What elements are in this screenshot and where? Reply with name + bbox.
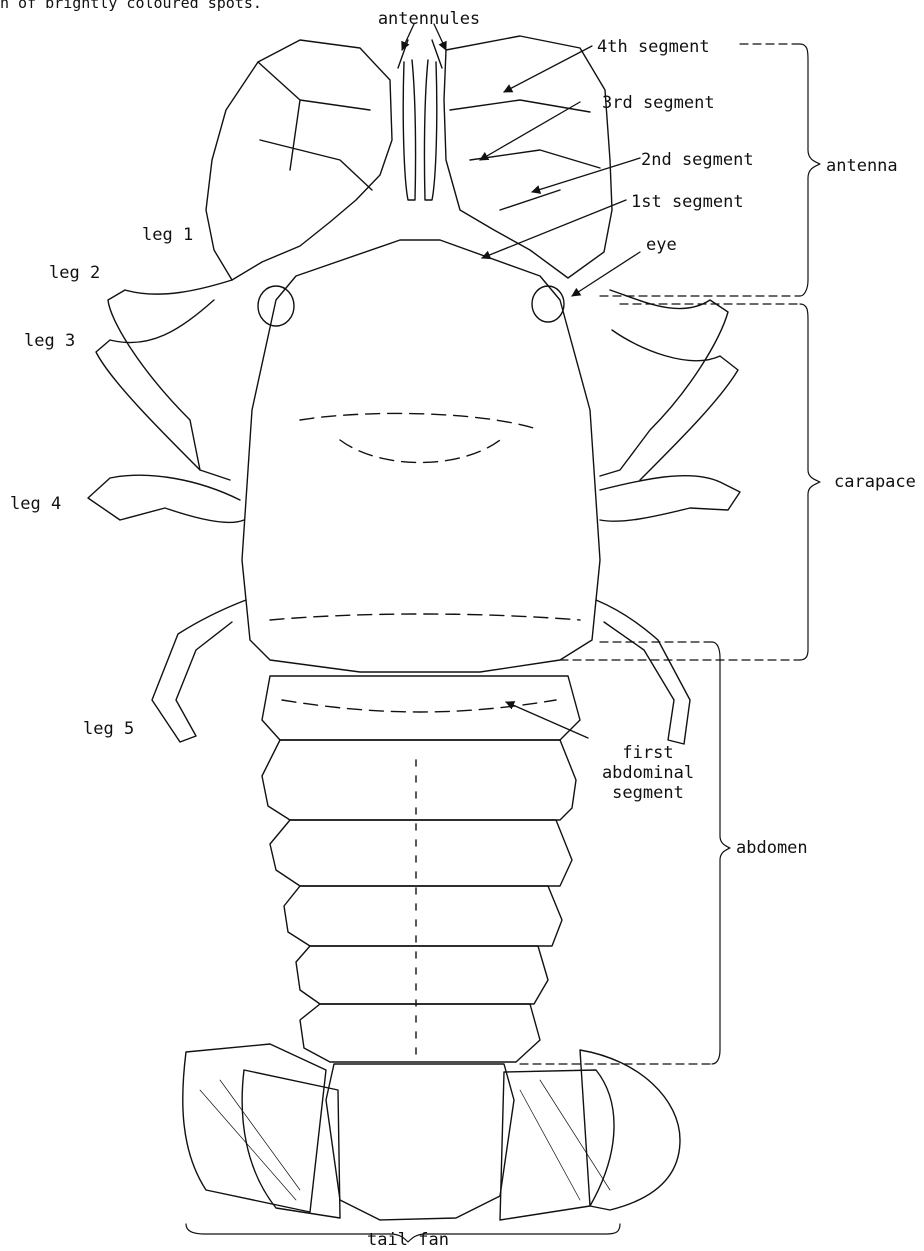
eye-label: eye (646, 236, 677, 254)
antenna-label: antenna (826, 157, 898, 175)
leg2-label: leg 2 (49, 264, 100, 282)
abdomen-label: abdomen (736, 839, 808, 857)
tail-fan-label: tail fan (367, 1231, 449, 1249)
leg5-label: leg 5 (83, 720, 134, 738)
eyes (258, 286, 564, 326)
leg3-label: leg 3 (24, 332, 75, 350)
antennules (398, 40, 442, 200)
abdomen-body (262, 676, 580, 1062)
leg1-label: leg 1 (142, 226, 193, 244)
leader-arrows (402, 24, 640, 738)
first-abdominal-line3: segment (612, 784, 684, 802)
carapace-body (242, 240, 600, 672)
third-segment-label: 3rd segment (602, 94, 715, 112)
leg4-label: leg 4 (10, 495, 61, 513)
antennules-label: antennules (378, 10, 480, 28)
first-abdominal-line2: abdominal (602, 764, 694, 782)
first-abdominal-line1: first (622, 744, 673, 762)
antenna-left (206, 40, 392, 280)
antenna-right (444, 36, 612, 278)
second-segment-label: 2nd segment (641, 151, 754, 169)
legs (88, 280, 740, 744)
tail-fan (183, 1044, 680, 1220)
carapace-label: carapace (834, 473, 916, 491)
first-segment-label: 1st segment (631, 193, 744, 211)
fourth-segment-label: 4th segment (597, 38, 710, 56)
